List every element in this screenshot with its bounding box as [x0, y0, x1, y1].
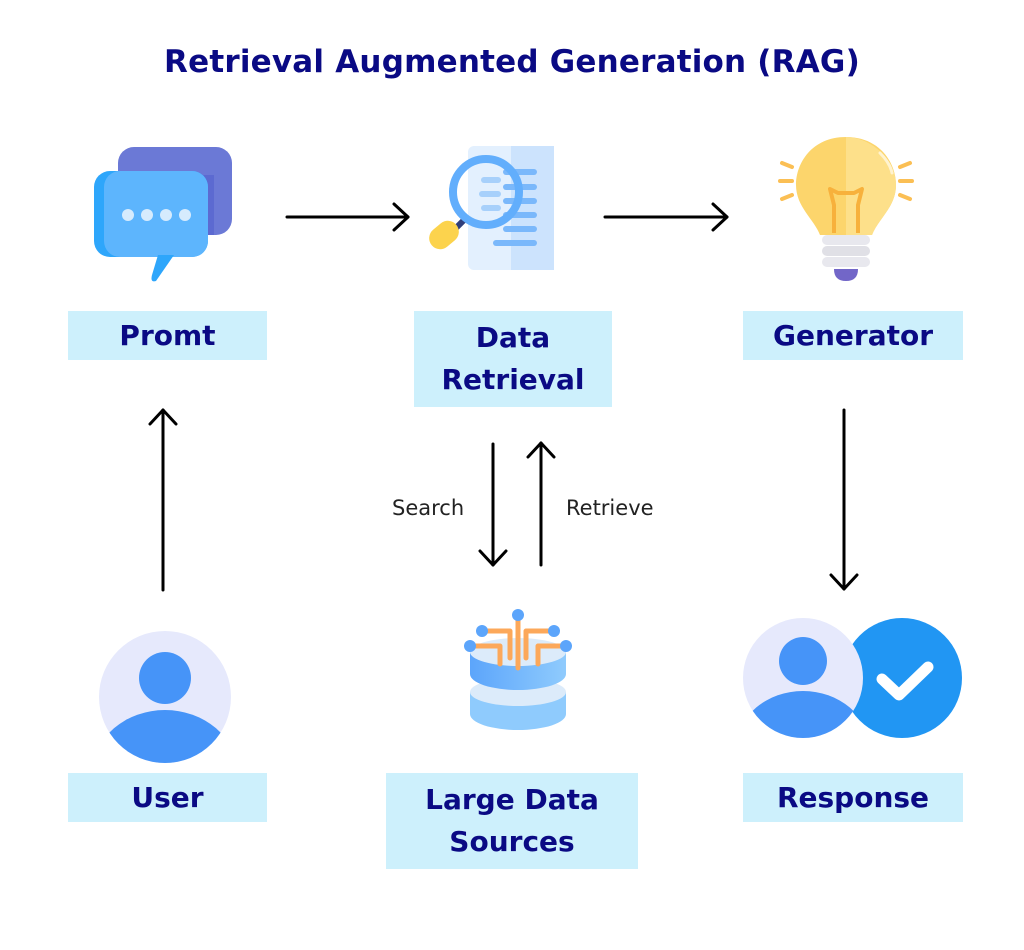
document-search-icon [429, 146, 554, 270]
diagram-title: Retrieval Augmented Generation (RAG) [164, 44, 860, 80]
node-large-data-sources-line2: Sources [449, 825, 575, 858]
node-prompt-text: Promt [119, 318, 216, 352]
database-icon [464, 609, 572, 730]
user-avatar-icon [99, 631, 231, 763]
node-label-response: Response [743, 773, 963, 822]
node-label-generator: Generator [743, 311, 963, 360]
user-check-icon [743, 618, 962, 738]
arrow-prompt-to-retrieval [285, 202, 410, 232]
node-label-data-retrieval: Data Retrieval [414, 311, 612, 407]
node-response-text: Response [776, 780, 930, 814]
node-user-text: User [131, 780, 204, 814]
node-data-retrieval-line1: Data [475, 321, 551, 354]
lightbulb-icon [778, 137, 914, 281]
node-label-large-data-sources: Large Data Sources [386, 773, 638, 869]
edge-label-search: Search [392, 496, 465, 520]
arrow-generator-to-response [829, 408, 859, 591]
node-label-prompt: Promt [68, 311, 267, 360]
node-large-data-sources-line1: Large Data [425, 783, 599, 816]
edge-label-retrieve: Retrieve [566, 496, 654, 520]
node-data-retrieval-line2: Retrieval [441, 363, 585, 396]
arrow-user-to-prompt [148, 408, 178, 592]
node-generator-text: Generator [772, 318, 934, 352]
node-label-user: User [68, 773, 267, 822]
arrow-retrieve-up [526, 441, 556, 567]
chat-bubbles-icon [94, 147, 232, 282]
arrow-search-down [478, 442, 508, 567]
arrow-retrieval-to-generator [603, 202, 729, 232]
